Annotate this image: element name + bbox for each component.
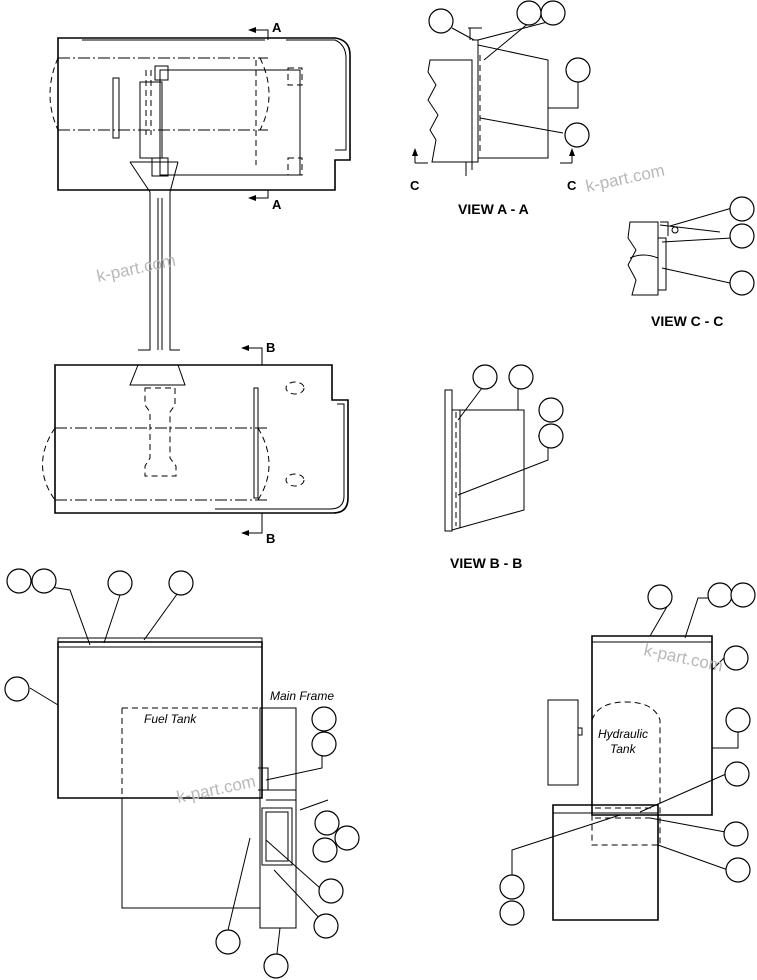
callout-bubble <box>730 582 756 608</box>
callout-bubble <box>564 122 590 148</box>
callout-bubble <box>428 8 454 34</box>
view-a-a-drawing <box>412 27 575 176</box>
callout-bubble <box>723 821 749 847</box>
fuel-tank-label: Fuel Tank <box>144 712 197 726</box>
view-b-b-drawing <box>444 389 525 532</box>
section-label-c-left: C <box>410 178 420 193</box>
callout-bubble <box>311 706 337 732</box>
hydraulic-tank-label-line2: Tank <box>610 742 637 756</box>
callout-bubble <box>540 0 566 26</box>
callout-bubble <box>725 707 751 733</box>
callout-bubble <box>725 857 751 883</box>
callout-bubble <box>311 731 337 757</box>
callout-bubble <box>314 810 340 836</box>
watermark-text: k-part.com <box>584 161 666 196</box>
callout-bubble <box>334 825 360 851</box>
view-c-c-drawing <box>627 221 721 296</box>
section-label-b-top: B <box>266 340 275 355</box>
callout-bubble <box>215 929 241 955</box>
section-label-c-right: C <box>567 178 577 193</box>
callout-bubble <box>499 874 525 900</box>
callout-bubble <box>318 878 344 904</box>
callout-bubble <box>724 761 750 787</box>
callout-bubble <box>538 397 564 423</box>
view-c-c-caption: VIEW C - C <box>651 313 723 329</box>
watermark-text: k-part.com <box>175 772 257 807</box>
callout-bubble <box>4 676 30 702</box>
hydraulic-tank-side-view <box>547 635 713 921</box>
callout-bubble <box>707 582 733 608</box>
callout-bubble <box>723 645 749 671</box>
callout-bubbles <box>4 0 756 979</box>
section-label-b-bottom: B <box>266 531 275 546</box>
callout-bubble <box>729 196 755 222</box>
callout-bubble <box>499 900 525 926</box>
callout-bubble <box>472 364 498 390</box>
lower-plate-top-view <box>42 345 349 536</box>
callout-bubble <box>107 570 133 596</box>
callout-bubble <box>263 953 289 979</box>
watermark-text: k-part.com <box>95 251 177 286</box>
leader-lines <box>29 19 739 963</box>
callout-bubble <box>168 570 194 596</box>
view-b-b-caption: VIEW B - B <box>450 555 522 571</box>
section-label-a-top: A <box>272 20 282 35</box>
callout-bubble <box>538 423 564 449</box>
callout-bubble <box>313 913 339 939</box>
callout-bubble <box>565 57 591 83</box>
callout-bubble <box>6 568 32 594</box>
main-frame-label: Main Frame <box>270 689 334 703</box>
callout-bubble <box>729 223 755 249</box>
callout-bubble <box>508 364 534 390</box>
view-a-a-caption: VIEW A - A <box>458 201 529 217</box>
fuel-tank-side-view <box>57 637 297 929</box>
upper-plate-top-view <box>49 27 351 351</box>
callout-bubble <box>729 270 755 296</box>
callout-bubble <box>647 584 673 610</box>
callout-bubble <box>31 568 57 594</box>
hydraulic-tank-label-line1: Hydraulic <box>598 727 648 741</box>
callout-bubble <box>312 837 338 863</box>
section-label-a-bottom: A <box>272 197 282 212</box>
callout-bubble <box>516 0 542 26</box>
